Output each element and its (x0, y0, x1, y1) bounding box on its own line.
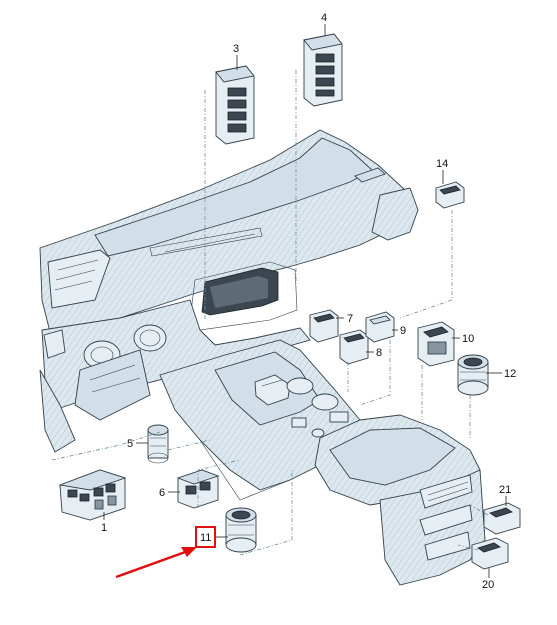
label-8: 8 (376, 347, 382, 359)
part-21-switch (483, 502, 521, 535)
label-12: 12 (504, 368, 516, 380)
dashboard-assembly (39, 129, 419, 453)
part-14-switch (435, 181, 465, 209)
part-9-button (365, 311, 395, 343)
highlight-box (195, 526, 216, 548)
center-console (159, 339, 486, 586)
label-5: 5 (127, 438, 133, 450)
part-20-switch (471, 537, 509, 570)
label-11: 11 (200, 532, 211, 544)
part-labels: 1 3 4 5 6 7 8 9 10 11 12 14 20 21 (101, 12, 516, 591)
part-10-switch (417, 321, 455, 367)
part-12-rotary-knob (457, 354, 489, 396)
label-21: 21 (499, 484, 511, 496)
part-4-switch-panel (303, 33, 343, 107)
highlight-arrow (115, 549, 189, 579)
highlight-annotation (115, 526, 216, 579)
label-1: 1 (101, 522, 107, 534)
part-7-button (309, 309, 339, 343)
leader-lines (103, 24, 507, 578)
alignment-lines (51, 70, 489, 556)
label-20: 20 (482, 579, 494, 591)
label-6: 6 (159, 487, 165, 499)
label-4: 4 (321, 12, 327, 24)
part-3-switch-panel (215, 65, 255, 145)
part-8-button (339, 329, 369, 365)
label-7: 7 (347, 313, 353, 325)
part-5-socket (147, 424, 169, 464)
part-11-rotary-knob (225, 507, 257, 553)
highlight-arrowhead (181, 547, 197, 557)
label-10: 10 (462, 333, 474, 345)
part-1-switch-block (58, 469, 127, 521)
label-14: 14 (436, 158, 448, 170)
label-9: 9 (400, 325, 406, 337)
label-3: 3 (233, 43, 239, 55)
